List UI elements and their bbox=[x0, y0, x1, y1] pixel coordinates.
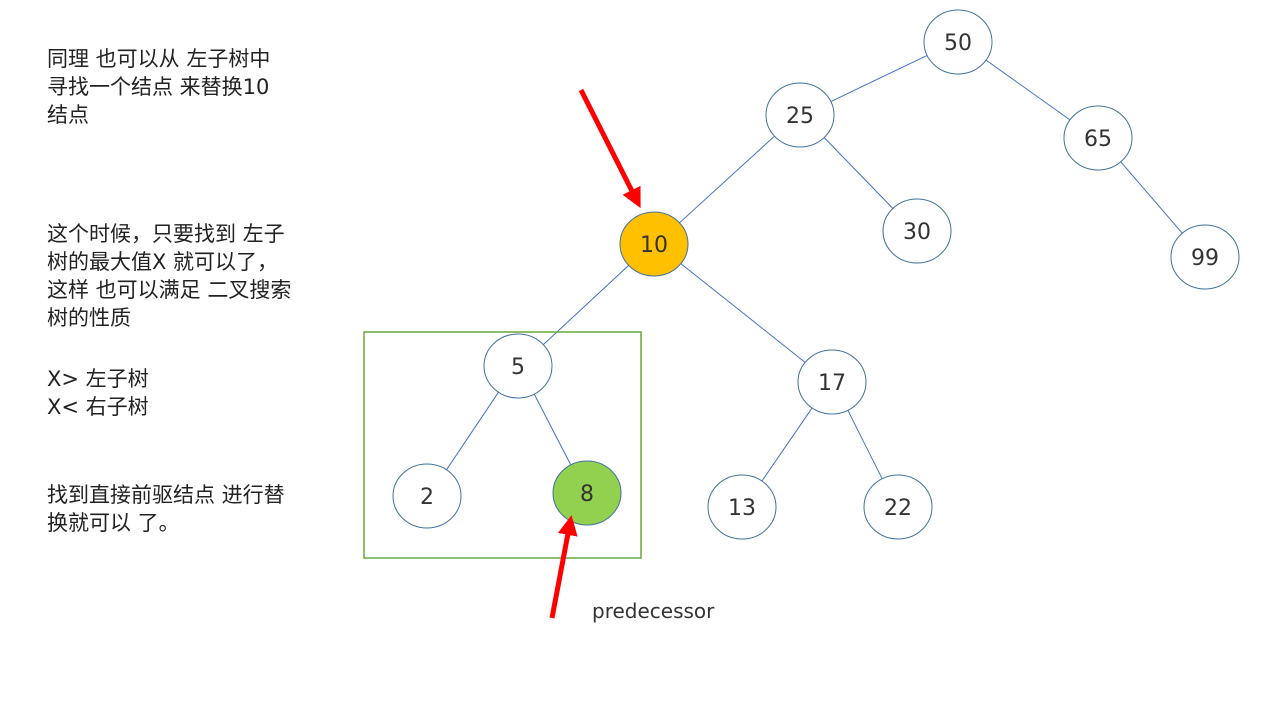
node-label-17: 17 bbox=[818, 371, 846, 396]
tree-node-13: 13 bbox=[707, 474, 777, 540]
node-circle-25 bbox=[765, 82, 835, 148]
node-label-99: 99 bbox=[1191, 246, 1219, 271]
node-label-30: 30 bbox=[903, 220, 931, 245]
edge-25-30 bbox=[823, 137, 894, 209]
edge-5-2 bbox=[446, 391, 499, 471]
node-circle-22 bbox=[863, 474, 933, 540]
note-predecessor-replace: 找到直接前驱结点 进行替 换就可以 了。 bbox=[47, 483, 285, 535]
tree-node-30: 30 bbox=[882, 198, 952, 264]
edge-50-65 bbox=[985, 59, 1071, 121]
node-circle-5 bbox=[483, 333, 553, 399]
node-label-50: 50 bbox=[944, 31, 972, 56]
tree-node-10: 10 bbox=[619, 211, 689, 277]
node-label-10: 10 bbox=[640, 233, 668, 258]
edge-10-17 bbox=[680, 263, 806, 363]
node-circle-99 bbox=[1170, 224, 1240, 290]
arrow-to-target-node bbox=[578, 88, 641, 209]
tree-nodes: 50 25 65 10 30 99 5 17 2 8 13 22 bbox=[392, 9, 1240, 540]
edge-17-13 bbox=[761, 407, 813, 482]
node-circle-65 bbox=[1063, 105, 1133, 171]
note-replace-from-left-subtree: 同理 也可以从 左子树中 寻找一个结点 来替换10 结点 bbox=[47, 47, 271, 127]
tree-node-99: 99 bbox=[1170, 224, 1240, 290]
tree-node-65: 65 bbox=[1063, 105, 1133, 171]
node-circle-50 bbox=[923, 9, 993, 75]
predecessor-label: predecessor bbox=[592, 599, 715, 623]
tree-node-25: 25 bbox=[765, 82, 835, 148]
edge-5-8 bbox=[533, 393, 572, 466]
tree-node-5: 5 bbox=[483, 333, 553, 399]
note-bst-property: X> 左子树 X< 右子树 bbox=[47, 367, 149, 419]
tree-node-50: 50 bbox=[923, 9, 993, 75]
node-label-25: 25 bbox=[786, 104, 814, 129]
node-label-22: 22 bbox=[884, 496, 912, 521]
tree-node-8: 8 bbox=[552, 460, 622, 526]
arrow-to-predecessor-node bbox=[549, 515, 578, 619]
node-circle-30 bbox=[882, 198, 952, 264]
tree-node-2: 2 bbox=[392, 463, 462, 529]
node-label-5: 5 bbox=[511, 355, 525, 380]
tree-edges bbox=[446, 54, 1183, 482]
node-label-13: 13 bbox=[728, 496, 756, 521]
edge-65-99 bbox=[1120, 161, 1183, 234]
left-subtree-box bbox=[363, 331, 642, 559]
tree-node-22: 22 bbox=[863, 474, 933, 540]
edge-50-25 bbox=[830, 54, 928, 103]
edge-25-10 bbox=[679, 135, 775, 224]
tree-node-17: 17 bbox=[797, 349, 867, 415]
node-circle-17 bbox=[797, 349, 867, 415]
node-circle-8 bbox=[552, 460, 622, 526]
edge-17-22 bbox=[847, 410, 883, 479]
node-label-65: 65 bbox=[1084, 127, 1112, 152]
node-label-2: 2 bbox=[420, 485, 434, 510]
note-find-left-max: 这个时候，只要找到 左子 树的最大值X 就可以了， 这样 也可以满足 二叉搜索 … bbox=[47, 222, 292, 330]
node-circle-13 bbox=[707, 474, 777, 540]
node-label-8: 8 bbox=[580, 482, 594, 507]
node-circle-2 bbox=[392, 463, 462, 529]
node-circle-10 bbox=[619, 211, 689, 277]
